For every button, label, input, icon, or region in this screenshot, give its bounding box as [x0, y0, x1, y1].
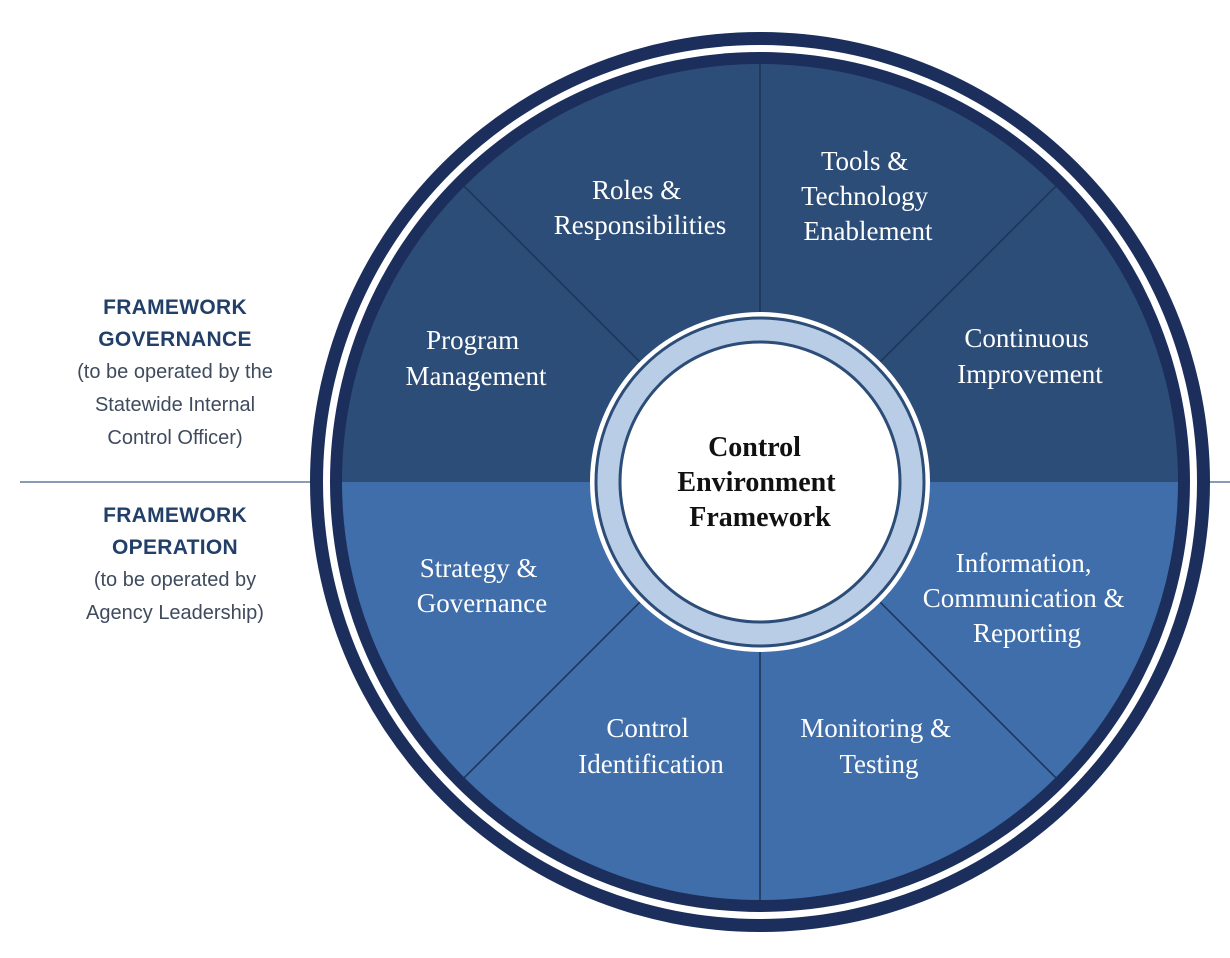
segment-line: Responsibilities — [554, 210, 727, 240]
segment-line: Program — [426, 325, 519, 355]
segment-line: Reporting — [973, 618, 1081, 648]
segment-label-continuous-improvement: Continuous Improvement — [957, 323, 1103, 389]
segment-line: Roles & — [592, 175, 681, 205]
segment-line: Continuous — [964, 323, 1089, 353]
center-line: Framework — [689, 502, 831, 533]
hub-core — [618, 340, 902, 624]
segment-line: Testing — [839, 749, 918, 779]
segment-line: Identification — [578, 749, 724, 779]
segment-line: Tools & — [821, 146, 908, 176]
operation-subtitle-line: Agency Leadership) — [86, 602, 264, 624]
segment-line: Improvement — [957, 359, 1103, 389]
segment-line: Monitoring & — [800, 713, 951, 743]
governance-title-line: FRAMEWORK — [103, 296, 247, 319]
segment-line: Strategy & — [420, 553, 538, 583]
governance-title-line: GOVERNANCE — [98, 328, 252, 351]
segment-line: Communication & — [923, 583, 1125, 613]
segment-label-roles-responsibilities: Roles & Responsibilities — [554, 175, 727, 240]
operation-title-line: OPERATION — [112, 536, 238, 559]
governance-side-label: FRAMEWORK GOVERNANCE (to be operated by … — [20, 292, 330, 455]
segment-label-strategy-governance: Strategy & Governance — [417, 553, 547, 618]
segment-label-information-communication-reporting: Information, Communication & Reporting — [923, 548, 1132, 648]
center-line: Control — [708, 432, 801, 463]
center-title: Control Environment Framework — [677, 432, 842, 533]
segment-label-tools-technology-enablement: Tools & Technology Enablement — [801, 146, 935, 246]
governance-subtitle-line: (to be operated by the — [77, 361, 273, 383]
operation-title-line: FRAMEWORK — [103, 504, 247, 527]
operation-subtitle-line: (to be operated by — [93, 569, 257, 591]
segment-label-control-identification: Control Identification — [578, 713, 724, 779]
segment-line: Governance — [417, 588, 547, 618]
segment-line: Technology — [801, 181, 929, 211]
segment-line: Control — [606, 713, 689, 743]
segment-line: Information, — [956, 548, 1092, 578]
segment-line: Enablement — [804, 216, 933, 246]
center-line: Environment — [677, 467, 836, 498]
governance-subtitle-line: Control Officer) — [107, 427, 243, 449]
segment-label-monitoring-testing: Monitoring & Testing — [800, 713, 958, 779]
operation-side-label: FRAMEWORK OPERATION (to be operated by A… — [20, 500, 330, 630]
governance-subtitle-line: Statewide Internal — [94, 394, 256, 416]
segment-label-program-management: Program Management — [406, 325, 547, 391]
segment-line: Management — [406, 361, 547, 391]
